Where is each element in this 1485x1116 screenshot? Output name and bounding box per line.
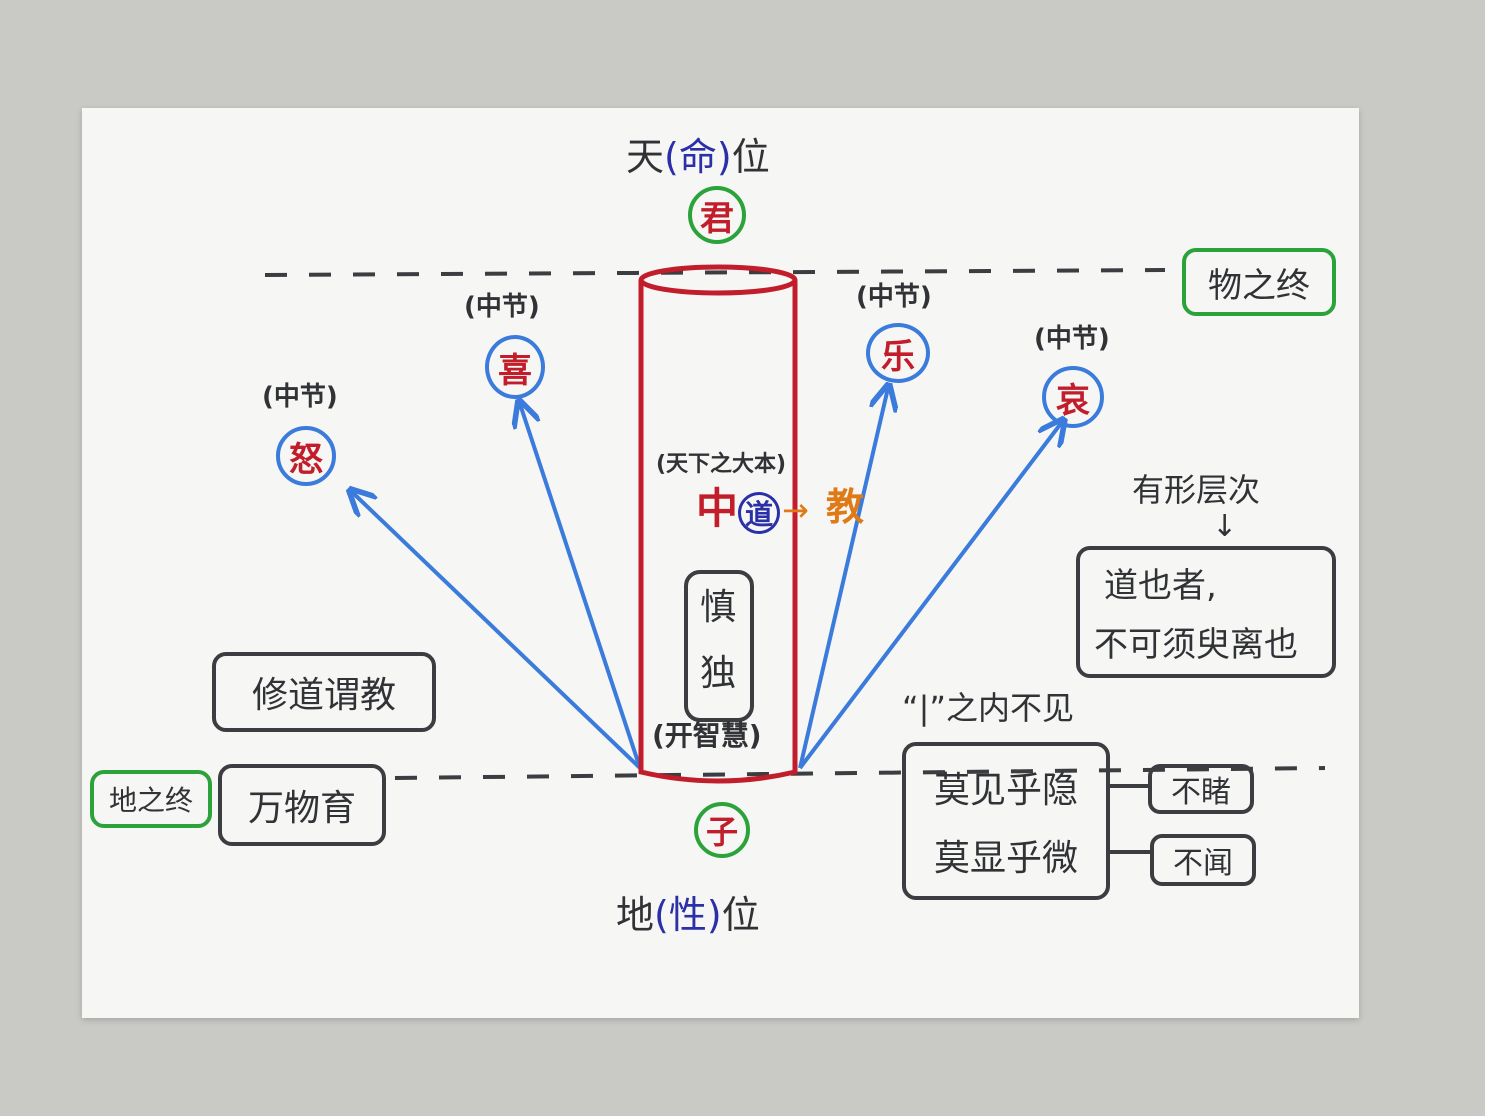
- earth-paren-close: ): [706, 893, 722, 937]
- shendu-shen: 慎: [700, 587, 737, 628]
- dao-to-jiao-arrow: →: [782, 491, 809, 529]
- arrow-to-xi: [520, 404, 642, 769]
- wu-zhi-zhong-box: 物之终: [1182, 248, 1336, 316]
- dao-char: 道: [744, 498, 773, 531]
- heaven-dashed-line: [264, 268, 1166, 277]
- mo-jian-hu-yin: 莫见乎隐: [933, 770, 1078, 811]
- buwen-box: 不闻: [1150, 834, 1256, 886]
- xi-circle: 喜: [485, 335, 545, 399]
- shendu-du: 独: [700, 653, 737, 694]
- ai-circle: 哀: [1042, 366, 1104, 428]
- shendu-frame: [684, 570, 754, 722]
- nu-char: 怒: [289, 439, 323, 480]
- tangible-down-arrow: ↓: [1212, 509, 1238, 544]
- heaven-ming: 命: [678, 135, 717, 179]
- earth-prefix: 地: [616, 893, 655, 937]
- open-wisdom-label: (开智慧): [652, 719, 762, 752]
- jun-circle: 君: [688, 186, 746, 244]
- xi-char: 喜: [498, 350, 532, 391]
- nu-zhongjie-label: (中节): [262, 382, 338, 412]
- ai-zhongjie-label: (中节): [1034, 324, 1110, 354]
- tangible-level-label: 有形层次: [1132, 471, 1261, 509]
- earth-paren-open: (: [654, 893, 669, 937]
- dao-yezhe-box: 道也者, 不可须臾离也: [1076, 546, 1336, 678]
- dao-yezhe-line1: 道也者,: [1104, 566, 1217, 606]
- earth-xing: 性: [668, 893, 707, 937]
- nu-circle: 怒: [276, 426, 336, 486]
- earth-position-label: 地(性)位: [616, 896, 760, 934]
- arrow-to-ai: [798, 422, 1062, 770]
- zi-char: 子: [705, 813, 738, 851]
- dao-circle: 道: [738, 492, 780, 534]
- wanwu-yu-box: 万物育: [218, 764, 386, 846]
- dao-yezhe-line2: 不可须臾离也: [1094, 625, 1298, 665]
- arrow-to-le: [798, 388, 888, 769]
- heaven-prefix: 天: [626, 135, 665, 179]
- zhong-char: 中: [696, 484, 739, 533]
- heaven-paren-open: (: [664, 135, 679, 179]
- jiao-char: 教: [826, 485, 865, 529]
- mo-xian-box: 莫见乎隐 莫显乎微: [902, 742, 1110, 900]
- pillar-cylinder: [638, 264, 798, 784]
- le-char: 乐: [881, 336, 915, 377]
- great-root-label: (天下之大本): [656, 452, 787, 477]
- ai-char: 哀: [1056, 380, 1090, 421]
- mo-xian-hu-wei: 莫显乎微: [933, 838, 1078, 879]
- di-zhi-zhong-box: 地之终: [90, 770, 212, 828]
- heaven-paren-close: ): [716, 135, 732, 179]
- le-circle: 乐: [866, 323, 930, 383]
- zi-circle: 子: [694, 802, 750, 858]
- paper-sheet: [82, 108, 1359, 1018]
- inner-invisible-label: “|”之内不见: [902, 689, 1074, 727]
- jun-char: 君: [700, 198, 734, 239]
- le-zhongjie-label: (中节): [856, 282, 932, 312]
- arrow-to-nu: [352, 492, 642, 770]
- xi-zhongjie-label: (中节): [464, 292, 540, 322]
- xiudao-weijiao-box: 修道谓教: [212, 652, 436, 732]
- heaven-position-label: 天(命)位: [626, 138, 770, 176]
- budu-box: 不睹: [1148, 764, 1254, 814]
- earth-suffix: 位: [721, 893, 760, 937]
- heaven-suffix: 位: [731, 135, 770, 179]
